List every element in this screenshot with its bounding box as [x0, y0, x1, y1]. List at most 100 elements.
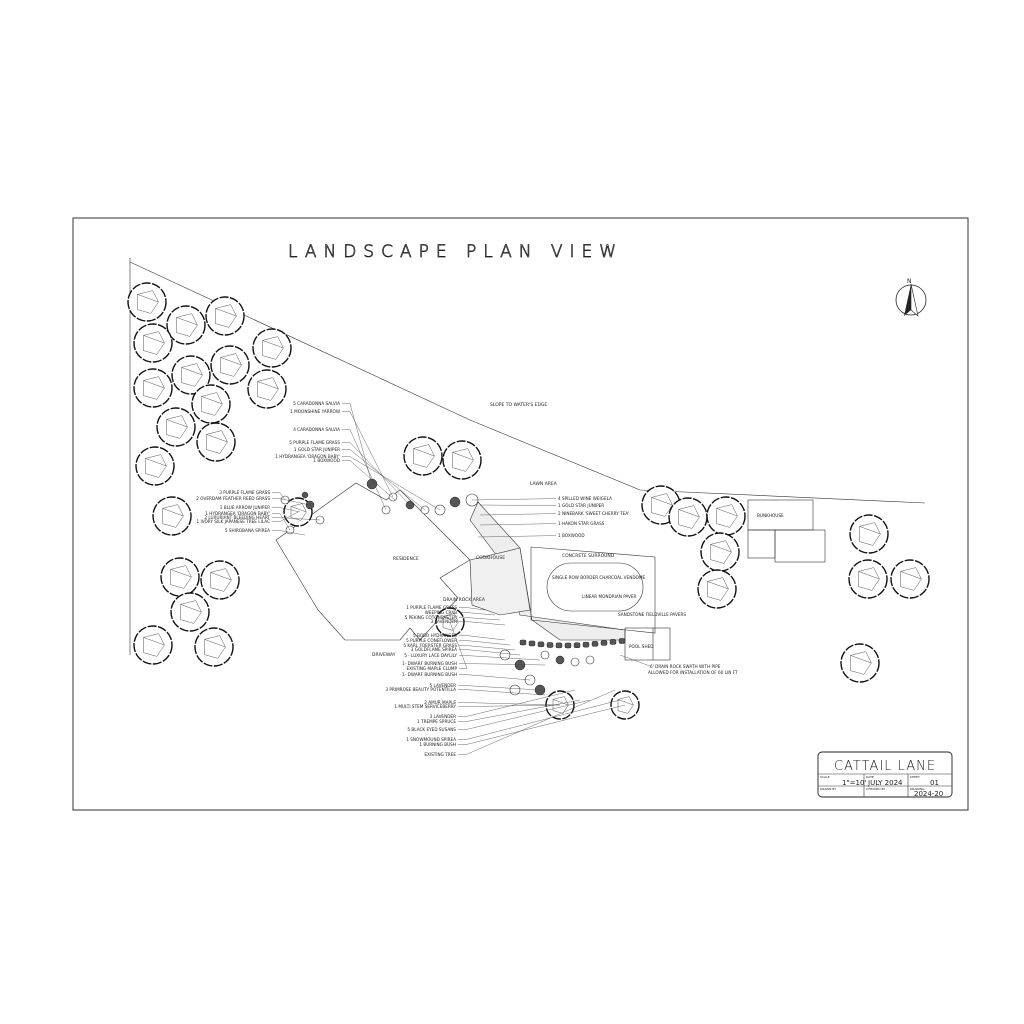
plant-label: 1 PURPLE FLAME GRASS: [406, 605, 457, 610]
plant-label: 1 MOONSHINE YARROW: [290, 409, 340, 414]
leader-line: [342, 403, 373, 485]
shrub-icon: [618, 638, 626, 644]
plant-label: 5 - LUXURY LACE DAYLILY: [404, 653, 457, 658]
plant-label: 1 TREMPE SPRUCE: [417, 719, 456, 724]
leader-line: [458, 689, 616, 755]
plant-label: 1 HYDRANGEA 'DRAGON BABY': [205, 511, 270, 516]
leader-line: [479, 523, 557, 526]
plant-label: 1 BOXWOOD: [558, 533, 585, 538]
property-lines: [129, 258, 926, 655]
tree-icon: [133, 625, 173, 665]
shrub-icon: [591, 641, 599, 647]
plant-label: 2 OVERDAM FEATHER REED GRASS: [196, 496, 270, 501]
shrub-icon: [555, 642, 563, 649]
leader-line: [272, 498, 311, 506]
leader-line: [477, 535, 557, 538]
north-label: N: [907, 278, 912, 285]
border-label: SINGLE ROW BORDER CHARCOAL VENDOME: [552, 575, 645, 580]
leader-line: [342, 429, 387, 511]
scale-label: SCALE: [820, 775, 830, 779]
leader-line: [459, 617, 501, 621]
area-labels: SLOPE TO WATER'S EDGE LAWN AREA COOKHOUS…: [372, 402, 784, 675]
trees: [127, 282, 930, 720]
shrub-icon: [564, 642, 572, 649]
tree-icon: [152, 496, 192, 536]
leader-line: [458, 704, 561, 707]
tree-icon: [849, 514, 889, 554]
plant-label: 1 HYDRANGEA 'DRAGON BABY': [275, 454, 340, 459]
tree-icon: [442, 440, 482, 480]
lawn-label: LAWN AREA: [530, 481, 558, 487]
paver-label: LINEAR MONDRIAN PAVER: [582, 594, 637, 599]
leader-line: [272, 513, 291, 531]
leader-line: [459, 645, 516, 651]
leader-line: [471, 498, 557, 501]
plant-label: 1 SNOWMOUND SPIREA: [406, 737, 456, 742]
tree-icon: [127, 282, 167, 322]
plant-label: 1 MULTI STEM SERVICEBERRY: [394, 704, 456, 709]
shrub-icon: [585, 655, 595, 665]
plant-label: WEEPING CRAB: [425, 610, 457, 615]
drain-note-2: ALLOWED FOR INSTALLATION OF 60 LIN FT: [648, 670, 738, 675]
tree-icon: [133, 323, 173, 363]
plant-label: 2 LUXURIANT BLEEDING HEART: [204, 515, 270, 520]
cookhouse-label: COOKHOUSE: [476, 555, 505, 561]
leader-line: [459, 674, 531, 681]
shrub-icon: [573, 642, 581, 648]
leader-line: [342, 456, 441, 511]
shrub-icon: [555, 655, 565, 665]
tree-icon: [170, 592, 210, 632]
plant-label: 4 CARADONNA SALVIA: [293, 427, 340, 432]
leader-line: [449, 621, 468, 669]
shrub-icon: [301, 491, 309, 499]
sheet-value: 01: [930, 779, 939, 787]
tree-icon: [196, 422, 236, 462]
tree-icon: [135, 446, 175, 486]
scale-value: 1"=10': [842, 779, 866, 787]
leader-line: [342, 460, 396, 501]
pool-shed-label: POOL SHED: [629, 644, 653, 649]
plant-label: 3 LAVENDER: [431, 619, 458, 624]
plant-label: 3 GOLDFLAME SPIREA: [411, 647, 457, 652]
plant-label: 2 NINEBARK 'SWEET CHERRY TEA': [558, 511, 629, 516]
plant-label: 1 GOLD STAR JUNIPER: [558, 503, 604, 508]
shrub-icon: [528, 640, 536, 647]
tree-icon: [133, 368, 173, 408]
tree-icon: [200, 560, 240, 600]
plant-label: 5 BLACK EYED SUSANS: [407, 727, 456, 732]
tree-icon: [205, 296, 245, 336]
shrub-icon: [546, 642, 554, 648]
plant-label: 2 AMUR MAPLE: [424, 700, 456, 705]
tree-icon: [890, 559, 930, 599]
leader-line: [459, 612, 496, 616]
leader-line: [272, 530, 306, 536]
tree-icon: [160, 557, 200, 597]
plant-label: 1 HAKON STAR GRASS: [558, 521, 605, 526]
tree-icon: [700, 532, 740, 572]
date-value: JULY 2024: [867, 779, 903, 787]
shrub-icon: [449, 496, 461, 508]
tree-icon: [706, 496, 746, 536]
tree-icon: [171, 355, 211, 395]
date-label: DATE: [866, 775, 874, 779]
leader-line: [342, 449, 426, 511]
leader-line: [459, 649, 521, 656]
residence: RESIDENCE: [275, 482, 471, 641]
plant-label: 3 PURPLE FLAME GRASS: [219, 490, 270, 495]
plant-label: 5 PEKING COTONEASTER: [405, 615, 457, 620]
leader-line: [458, 699, 621, 740]
checked-by-label: CHECKED BY: [866, 787, 885, 791]
leader-line: [459, 663, 546, 666]
shrub-icon: [600, 640, 608, 646]
leader-line: [459, 655, 541, 661]
tree-icon: [191, 384, 231, 424]
plan-title: LANDSCAPE PLAN VIEW: [288, 242, 623, 262]
sheet-label: SHEET: [910, 775, 920, 779]
tree-icon: [156, 407, 196, 447]
driveway-label: DRIVEWAY: [372, 652, 396, 658]
tree-icon: [194, 627, 234, 667]
shrub-icon: [509, 684, 521, 696]
sandstone-label: SANDSTONE FIELDVILLE PAVERS: [618, 612, 686, 617]
plant-label: 3 PRIMROSE BEAUTY POTENTILLA: [385, 687, 456, 692]
